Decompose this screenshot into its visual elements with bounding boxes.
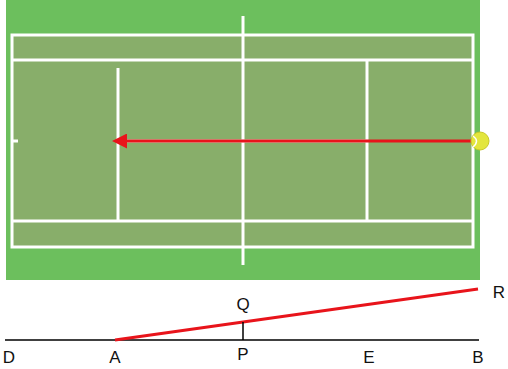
point-label: P (237, 346, 248, 363)
point-label: E (363, 349, 374, 366)
point-label: Q (236, 296, 249, 313)
trajectory-line (115, 289, 478, 340)
ball-path (124, 140, 472, 143)
point-label: A (109, 349, 120, 366)
point-label: R (493, 284, 505, 301)
ground-line (5, 339, 479, 341)
court-lines (12, 16, 473, 265)
ball-seam (473, 136, 477, 147)
point-label: D (3, 349, 15, 366)
net-line (242, 322, 244, 340)
tennis-ball (471, 132, 489, 150)
court-surround (6, 0, 480, 280)
point-label: B (472, 349, 483, 366)
